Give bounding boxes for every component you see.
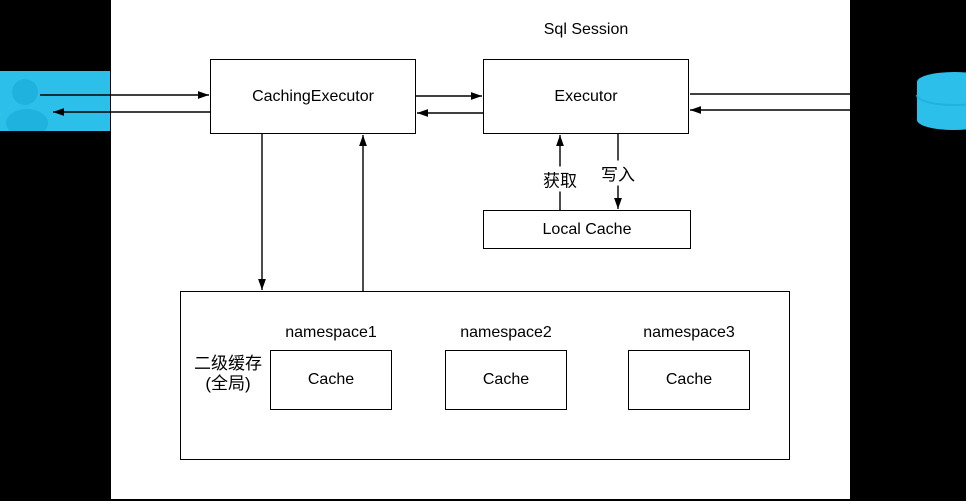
local-cache-label: Local Cache [542,220,632,238]
namespace1-cache-label: Cache [307,371,355,388]
namespace3-cache-box: Cache [628,350,750,410]
caching-executor-box: CachingExecutor [210,59,416,134]
l2-cache-label: 二级缓存 (全局) [194,354,262,394]
database-icon [916,72,966,130]
namespace3-cache-label: Cache [665,371,713,388]
l2-cache-label-line1: 二级缓存 [194,354,262,373]
namespace2-cache-box: Cache [445,350,567,410]
sql-session-label: Sql Session [543,21,629,38]
namespace2-cache-label: Cache [482,371,530,388]
executor-box: Executor [483,59,689,134]
write-edge-label: 写入 [599,160,637,186]
namespace2-label: namespace2 [460,324,552,341]
namespace1-label: namespace1 [285,324,377,341]
namespace1-cache-box: Cache [270,350,392,410]
fetch-edge-label: 获取 [541,166,579,192]
local-cache-box: Local Cache [483,210,691,249]
l2-cache-label-line2: (全局) [205,374,251,393]
user-icon [0,71,110,141]
caching-executor-label: CachingExecutor [252,87,374,105]
executor-label: Executor [554,87,618,105]
namespace3-label: namespace3 [643,324,735,341]
